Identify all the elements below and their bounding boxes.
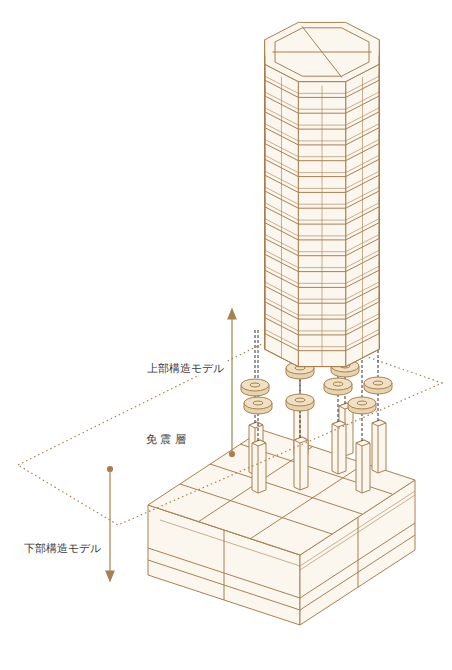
isolator-bearing (364, 377, 392, 389)
isolator-bearing (286, 394, 314, 406)
tower-face (346, 64, 380, 366)
isolator-bearing (348, 397, 376, 409)
isolator-core (373, 381, 383, 385)
leader-dash (258, 413, 259, 441)
isolator-core (253, 401, 263, 405)
section-label: 免 震 層 (144, 433, 188, 447)
column-top (372, 420, 386, 426)
stroke (338, 427, 339, 474)
stroke (362, 446, 363, 493)
isolation-plane (18, 330, 442, 525)
facade-column (281, 77, 282, 358)
podium-column (294, 437, 308, 490)
isolator-core (333, 382, 343, 386)
podium-column (372, 420, 386, 473)
section-label: 下部構造モデル (22, 542, 103, 556)
leader-dash (300, 410, 301, 438)
isolator-bearing (324, 378, 352, 390)
stroke (258, 446, 259, 493)
leader-dash (362, 413, 363, 441)
section-label: 上部構造モデル (145, 362, 226, 376)
isolator-bearing (241, 379, 269, 391)
isolator-core (357, 401, 367, 405)
column-top (356, 440, 370, 446)
arrow-head (228, 309, 236, 319)
facade-column (379, 56, 380, 337)
podium-column (332, 421, 346, 474)
arrow-head (106, 571, 114, 581)
leader-dash (338, 394, 339, 422)
leader-dash (378, 393, 379, 421)
isolator-bearing (244, 397, 272, 409)
facade-column (362, 77, 363, 358)
podium-column (252, 440, 266, 493)
upper-arrow (231, 318, 232, 453)
arrow-dot (108, 467, 113, 472)
podium-column (356, 440, 370, 493)
leader-dash (255, 330, 256, 379)
stroke (378, 426, 379, 473)
tower-face (265, 64, 299, 366)
isolator-core (250, 383, 260, 387)
lower-arrow (109, 470, 110, 572)
stroke (300, 443, 301, 490)
column-top (252, 440, 266, 446)
column-top (249, 422, 263, 428)
roof-beam (302, 26, 342, 77)
tower-roof (265, 22, 380, 81)
isolator-core (295, 398, 305, 402)
arrow-dot (230, 452, 235, 457)
facade-column (322, 86, 323, 367)
facade-column (264, 56, 265, 337)
